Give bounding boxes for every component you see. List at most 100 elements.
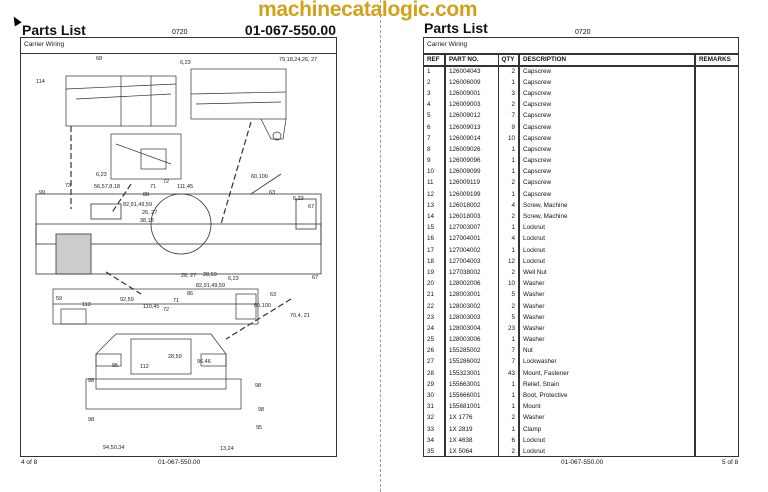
callout: 26, 27	[181, 273, 197, 279]
remarks-cell	[694, 367, 738, 379]
qty-cell: 1	[497, 334, 520, 346]
part-no-cell: 126006009	[444, 76, 499, 88]
description-cell: Washer	[518, 278, 696, 290]
description-cell: Capscrew	[518, 110, 696, 122]
callout: 60,100	[251, 174, 268, 180]
leader-lines	[70, 121, 292, 340]
ref-cell: 15	[424, 222, 446, 234]
qty-cell: 7	[497, 345, 520, 357]
description-cell: Washer	[518, 322, 696, 334]
page-title: Parts List	[424, 20, 488, 36]
ref-cell: 4	[424, 99, 446, 111]
part-no-cell: 128003004	[444, 322, 499, 334]
qty-cell: 4	[497, 233, 520, 245]
part-no-cell: 155286002	[444, 356, 499, 368]
callout: 110,45	[143, 304, 160, 310]
description-cell: Capscrew	[518, 155, 696, 167]
callout: 72	[163, 307, 170, 313]
remarks-cell	[694, 278, 738, 290]
remarks-cell	[694, 356, 738, 368]
ref-cell: 16	[424, 233, 446, 245]
diagram-frame: Carrier Wiring	[20, 37, 337, 457]
description-cell: Washer	[518, 311, 696, 323]
ref-cell: 1	[424, 65, 446, 77]
callout: 60,100	[254, 303, 271, 309]
ref-cell: 23	[424, 311, 446, 323]
callout: 73	[65, 183, 72, 189]
part-no-cell: 126009001	[444, 87, 499, 100]
diagram-caption: Carrier Wiring	[21, 38, 336, 54]
part-no-cell: 1X 1776	[444, 412, 499, 424]
revision-code: 0720	[575, 29, 591, 36]
table-header: REF PART NO. QTY DESCRIPTION REMARKS	[424, 54, 738, 67]
ref-cell: 3	[424, 87, 446, 100]
qty-cell: 6	[497, 434, 520, 446]
part-no-cell: 128003003	[444, 311, 499, 323]
callout: 70,4, 21	[290, 313, 310, 319]
part-no-cell: 128003002	[444, 300, 499, 312]
ref-cell: 28	[424, 367, 446, 379]
qty-cell: 43	[497, 367, 520, 379]
part-no-cell: 128003006	[444, 334, 499, 346]
carrier-bottom-view	[52, 288, 259, 325]
remarks-cell	[694, 65, 738, 77]
part-no-cell: 126009026	[444, 143, 499, 155]
qty-cell: 1	[497, 188, 520, 200]
ref-cell: 14	[424, 210, 446, 223]
remarks-cell	[694, 434, 738, 446]
wiring-diagram	[35, 68, 322, 410]
ref-cell: 31	[424, 401, 446, 413]
description-cell: Washer	[518, 300, 696, 312]
remarks-cell	[694, 412, 738, 424]
part-no-cell: 127003007	[444, 222, 499, 234]
ref-cell: 7	[424, 132, 446, 144]
header-part-no: PART NO.	[444, 54, 499, 67]
callout: 95	[112, 363, 119, 369]
part-no-cell: 155285002	[444, 345, 499, 357]
parts-table-frame: Carrier Wiring REF PART NO. QTY DESCRIPT…	[423, 37, 739, 458]
part-no-cell: 126004043	[444, 65, 499, 77]
remarks-cell	[694, 244, 738, 256]
callout: 113	[82, 302, 91, 308]
remarks-cell	[694, 322, 738, 334]
callout: 98	[88, 378, 95, 384]
callout: 26, 27	[142, 210, 158, 216]
callout: 92,59	[120, 297, 134, 303]
description-cell: Screw, Machine	[518, 210, 696, 223]
qty-cell: 1	[497, 401, 520, 413]
ref-cell: 33	[424, 423, 446, 435]
remarks-cell	[694, 445, 738, 458]
part-no-cell: 126009003	[444, 99, 499, 111]
header-ref: REF	[424, 54, 446, 67]
description-cell: Locknut	[518, 445, 696, 458]
footer-doc-number: 01-067-550.00	[561, 459, 604, 466]
part-no-cell: 155666001	[444, 389, 499, 402]
qty-cell: 2	[497, 300, 520, 312]
part-no-cell: 127004003	[444, 255, 499, 267]
qty-cell: 1	[497, 389, 520, 402]
remarks-cell	[694, 210, 738, 223]
remarks-cell	[694, 87, 738, 100]
qty-cell: 2	[497, 65, 520, 77]
ref-cell: 22	[424, 300, 446, 312]
part-no-cell: 126009096	[444, 155, 499, 167]
qty-cell: 1	[497, 423, 520, 435]
ref-cell: 6	[424, 121, 446, 133]
qty-cell: 1	[497, 244, 520, 256]
part-no-cell: 126018003	[444, 210, 499, 223]
page-title: Parts List	[22, 22, 86, 38]
part-no-cell: 126009099	[444, 166, 499, 178]
part-no-cell: 126018002	[444, 199, 499, 211]
